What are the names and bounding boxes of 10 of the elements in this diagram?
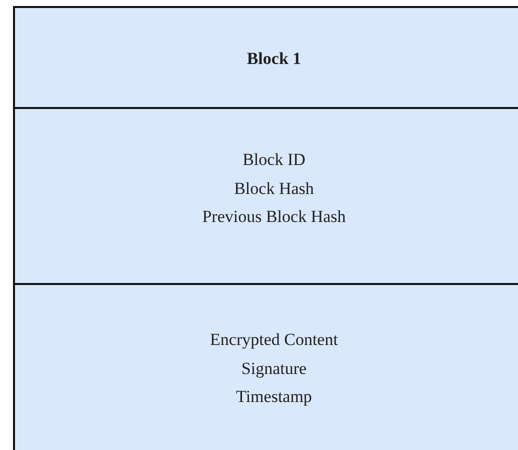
block-title: Block 1 [246,48,302,70]
field-name: Previous Block Hash [202,206,346,228]
field-name: Signature [241,358,307,380]
field-section [13,283,518,450]
field-name: Timestamp [236,386,312,408]
header-section [13,6,518,108]
field-name: Block ID [242,149,306,171]
field-name: Encrypted Content [210,329,338,351]
field-name: Block Hash [234,178,314,200]
field-section [13,107,518,284]
